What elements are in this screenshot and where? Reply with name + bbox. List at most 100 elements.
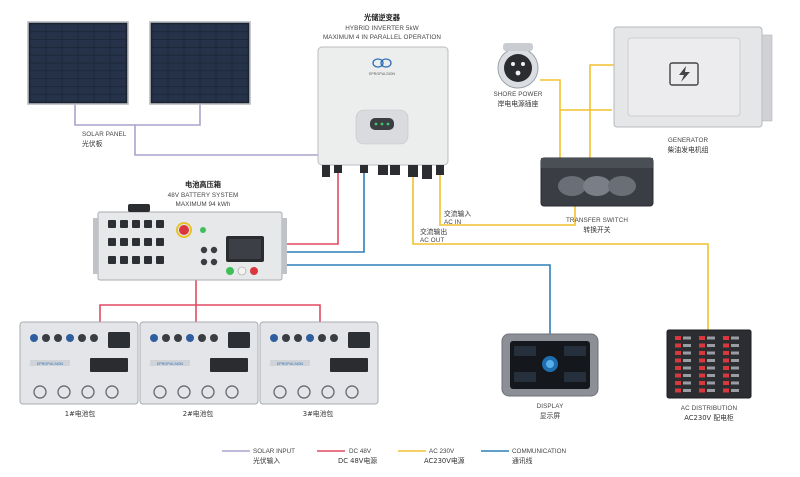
ac-distribution-panel: AC DISTRIBUTION AC230V 配电柜	[666, 329, 752, 422]
legend-label-ac-cn: AC230V电源	[424, 456, 465, 465]
solar-cell	[62, 78, 78, 87]
solar-cell	[46, 78, 62, 87]
solar-cell	[152, 39, 168, 48]
ac-out-label-en: AC OUT	[420, 237, 444, 244]
solar-cell	[94, 39, 110, 48]
solar-cell	[94, 24, 110, 32]
inverter-led-1	[374, 122, 378, 126]
ac-breaker-switch	[723, 373, 729, 378]
solar-cell	[168, 78, 184, 87]
battery-box-socket	[132, 238, 140, 246]
ac-breaker-switch	[723, 366, 729, 370]
ac-breaker-label	[707, 344, 715, 347]
ac-breaker-label	[707, 351, 715, 355]
solar-cell	[168, 71, 184, 79]
legend-label-dc-cn: DC 48V电源	[338, 456, 377, 465]
ac-breaker-label	[707, 374, 715, 377]
ac-breaker-switch	[675, 351, 681, 355]
solar-cell	[216, 63, 232, 71]
ac-wire-ac-out	[412, 168, 709, 330]
solar-cell	[168, 39, 184, 48]
battery-box-mount-right	[282, 218, 287, 274]
generator-label-en: GENERATOR	[668, 137, 709, 144]
pack-2-cooling-fan-icon	[153, 385, 167, 399]
solar-cell	[216, 86, 232, 94]
battery-box-socket	[120, 256, 128, 264]
solar-cell	[30, 55, 46, 63]
solar-cell	[232, 63, 248, 71]
ac-breaker-label	[683, 374, 691, 377]
solar-cell	[30, 32, 46, 40]
pack3-label: 3#电池包	[303, 409, 334, 418]
solar-cell	[184, 24, 200, 32]
battery-box-breaker-red	[179, 225, 189, 235]
pack-2-connector	[198, 334, 206, 342]
inverter-logo-icon	[372, 58, 392, 68]
ac-in-label-cn: 交流输入	[444, 209, 471, 218]
solar-panel-2	[149, 21, 251, 105]
pack-3-port-block	[348, 332, 370, 348]
solar-cell	[152, 63, 168, 71]
solar-cell	[184, 63, 200, 71]
battery-box-socket	[120, 238, 128, 246]
display: DISPLAY 显示屏	[501, 333, 599, 420]
ac-breaker-label	[707, 366, 715, 370]
shore-pin-3	[515, 70, 521, 76]
ac-breaker-switch	[699, 381, 705, 385]
acdist-label-cn: AC230V 配电柜	[684, 413, 734, 422]
solar-cell	[62, 55, 78, 63]
solar-cell	[232, 24, 248, 32]
solar-cell	[94, 55, 110, 63]
generator: GENERATOR 柴油发电机组	[613, 26, 773, 154]
transfer-knob-3	[608, 176, 636, 196]
generator-side	[761, 34, 773, 122]
solar-cell	[168, 47, 184, 55]
ac-breaker-switch	[675, 336, 681, 340]
comm-wire-display	[282, 264, 551, 336]
legend-item-dc: DC 48V DC 48V电源	[317, 448, 377, 465]
solar-cell	[110, 55, 126, 63]
battery-label-en1: 48V BATTERY SYSTEM	[168, 192, 239, 199]
ac-breaker-label	[683, 336, 691, 340]
battery-label-en2: MAXIMUM 94 kWh	[176, 201, 231, 208]
solar-cell	[232, 39, 248, 48]
pack-3-brand: EPROPULSION	[277, 362, 303, 366]
solar-cell	[168, 32, 184, 40]
shore-pin-1	[511, 62, 515, 66]
solar-cell	[110, 71, 126, 79]
solar-cell	[232, 78, 248, 87]
hybrid-inverter: 光储逆变器 HYBRID INVERTER 5kW MAXIMUM 4 IN P…	[317, 13, 449, 179]
display-widget-4	[564, 372, 586, 382]
ac-breaker-label	[731, 381, 739, 385]
pack-3-connector	[282, 334, 290, 342]
shore-label-cn: 岸电电源插座	[498, 99, 539, 108]
transfer-switch: TRANSFER SWITCH 转换开关	[540, 157, 654, 234]
solar-cell	[168, 86, 184, 94]
pack-1-cooling-fan-icon	[57, 385, 71, 399]
pack-1-cooling-fan-icon	[33, 385, 47, 399]
solar-cell	[62, 32, 78, 40]
ac-breaker-label	[731, 366, 739, 370]
solar-cell	[30, 94, 46, 102]
pack-3-cooling-fan-icon	[345, 385, 359, 399]
ac-breaker-label	[731, 351, 739, 355]
solar-cell	[62, 71, 78, 79]
solar-cell	[216, 94, 232, 102]
solar-cell	[152, 86, 168, 94]
solar-cell	[46, 71, 62, 79]
battery-box-socket	[156, 238, 164, 246]
pack-3-connector	[294, 334, 302, 342]
solar-cell	[110, 47, 126, 55]
ac-breaker-label	[731, 336, 739, 340]
ac-breaker-switch	[675, 343, 681, 348]
ac-in-label-en: AC IN	[444, 219, 462, 226]
battery-box-port	[200, 246, 208, 254]
pack-3-connector	[318, 334, 326, 342]
solar-cell	[78, 47, 94, 55]
shore-pin-2	[521, 62, 525, 66]
ac-breaker-switch	[723, 388, 729, 393]
pack-2-connector	[210, 334, 218, 342]
solar-cell	[200, 71, 216, 79]
legend-label-ac-en: AC 230V	[429, 448, 455, 455]
